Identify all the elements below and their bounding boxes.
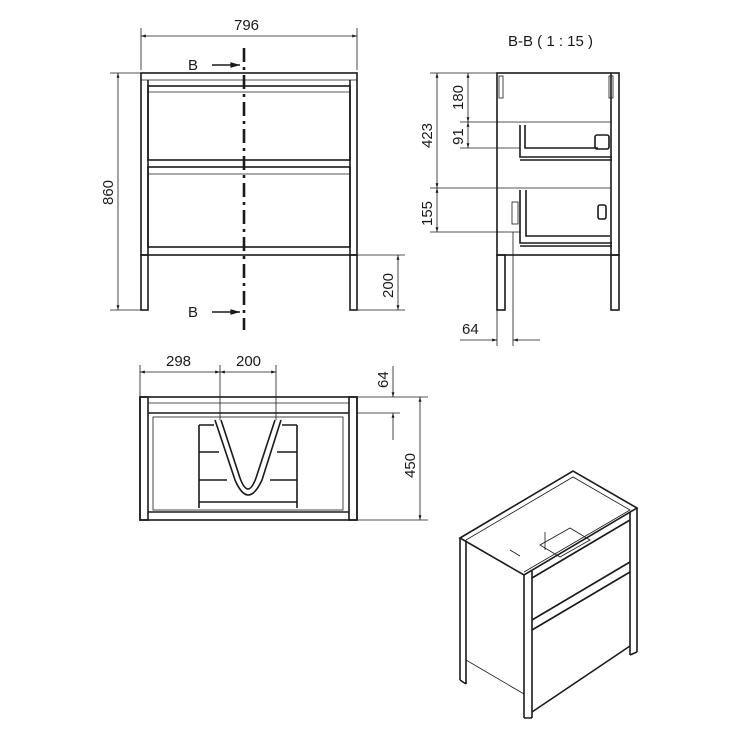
dim-cutout-width: 200 — [236, 353, 261, 370]
section-mark-top: B — [188, 57, 198, 74]
dim-depth: 450 — [402, 453, 419, 478]
dim-back-offset: 64 — [375, 371, 392, 388]
dim-drawer-overall: 423 — [419, 123, 436, 148]
section-mark-bottom: B — [188, 304, 198, 321]
section-view: B-B ( 1 : 15 ) 423 180 91 155 64 — [419, 33, 620, 346]
dim-top-gap: 180 — [450, 85, 467, 110]
dim-offset-left: 298 — [166, 353, 191, 370]
plan-view: 298 200 64 450 — [139, 353, 428, 521]
dim-lower-offset: 155 — [419, 201, 436, 226]
dim-leg-offset: 64 — [462, 321, 479, 338]
dim-width: 796 — [234, 17, 259, 34]
isometric-view — [458, 470, 639, 719]
dim-leg-height: 200 — [380, 273, 397, 298]
front-view: B B 796 860 200 — [100, 17, 405, 330]
dim-drawer-depth: 91 — [450, 128, 467, 145]
section-title: B-B ( 1 : 15 ) — [508, 33, 593, 50]
dim-height: 860 — [100, 180, 117, 205]
